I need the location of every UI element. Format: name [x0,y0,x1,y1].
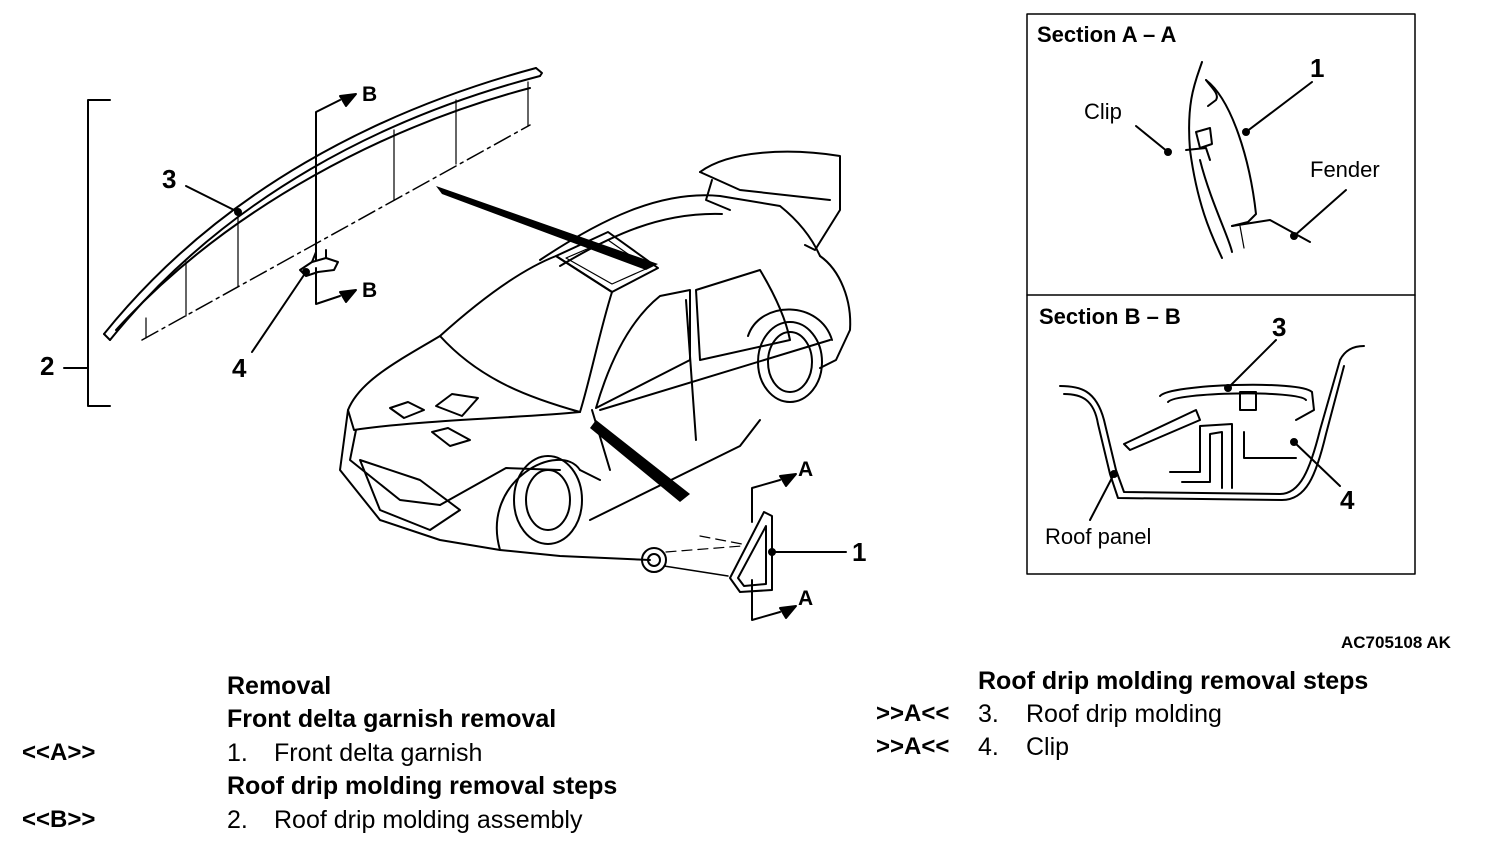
label-clip: Clip [1084,99,1122,124]
label-fender: Fender [1310,157,1380,182]
step-name: Roof drip molding [1026,700,1222,728]
group-title-delta-garnish: Front delta garnish removal [227,705,557,733]
section-bb-callout-4: 4 [1340,485,1355,515]
step-number: 1. [227,739,248,767]
cut-line-a [751,473,797,621]
section-aa-drawing [1135,61,1347,259]
callout-3: 3 [162,164,177,194]
cut-line-b [315,93,357,305]
cut-mark-b-lower: B [362,279,378,302]
step-tag: >>A<< [876,700,950,727]
cut-mark-a-upper: A [798,458,814,481]
group-title-roof-drip: Roof drip molding removal steps [227,772,618,800]
step-tag: <<B>> [22,806,96,833]
section-bb-title: Section B – B [1039,304,1181,329]
car-body-drawing [339,150,852,561]
callout-1: 1 [852,537,867,567]
step-name: Front delta garnish [274,739,483,767]
step-name: Clip [1026,733,1070,761]
step-tag: <<A>> [22,739,96,766]
section-bb-callout-3: 3 [1272,312,1287,342]
callout-2: 2 [40,351,55,381]
step-number: 3. [978,700,999,728]
section-bb-drawing [1059,339,1365,521]
label-roof-panel: Roof panel [1045,524,1152,549]
delta-garnish-drawing [641,511,847,593]
cut-mark-b-upper: B [362,83,378,106]
group-title-roof-drip-right: Roof drip molding removal steps [978,667,1369,695]
figure-code: AC705108 AK [1341,633,1451,652]
step-number: 2. [227,806,248,834]
removal-heading: Removal [227,672,332,700]
cut-mark-a-lower: A [798,587,814,610]
callout-4: 4 [232,353,247,383]
section-aa-title: Section A – A [1037,22,1177,47]
step-name: Roof drip molding assembly [274,806,583,834]
step-number: 4. [978,733,999,761]
section-aa-callout-1: 1 [1310,53,1325,83]
step-tag: >>A<< [876,733,950,760]
